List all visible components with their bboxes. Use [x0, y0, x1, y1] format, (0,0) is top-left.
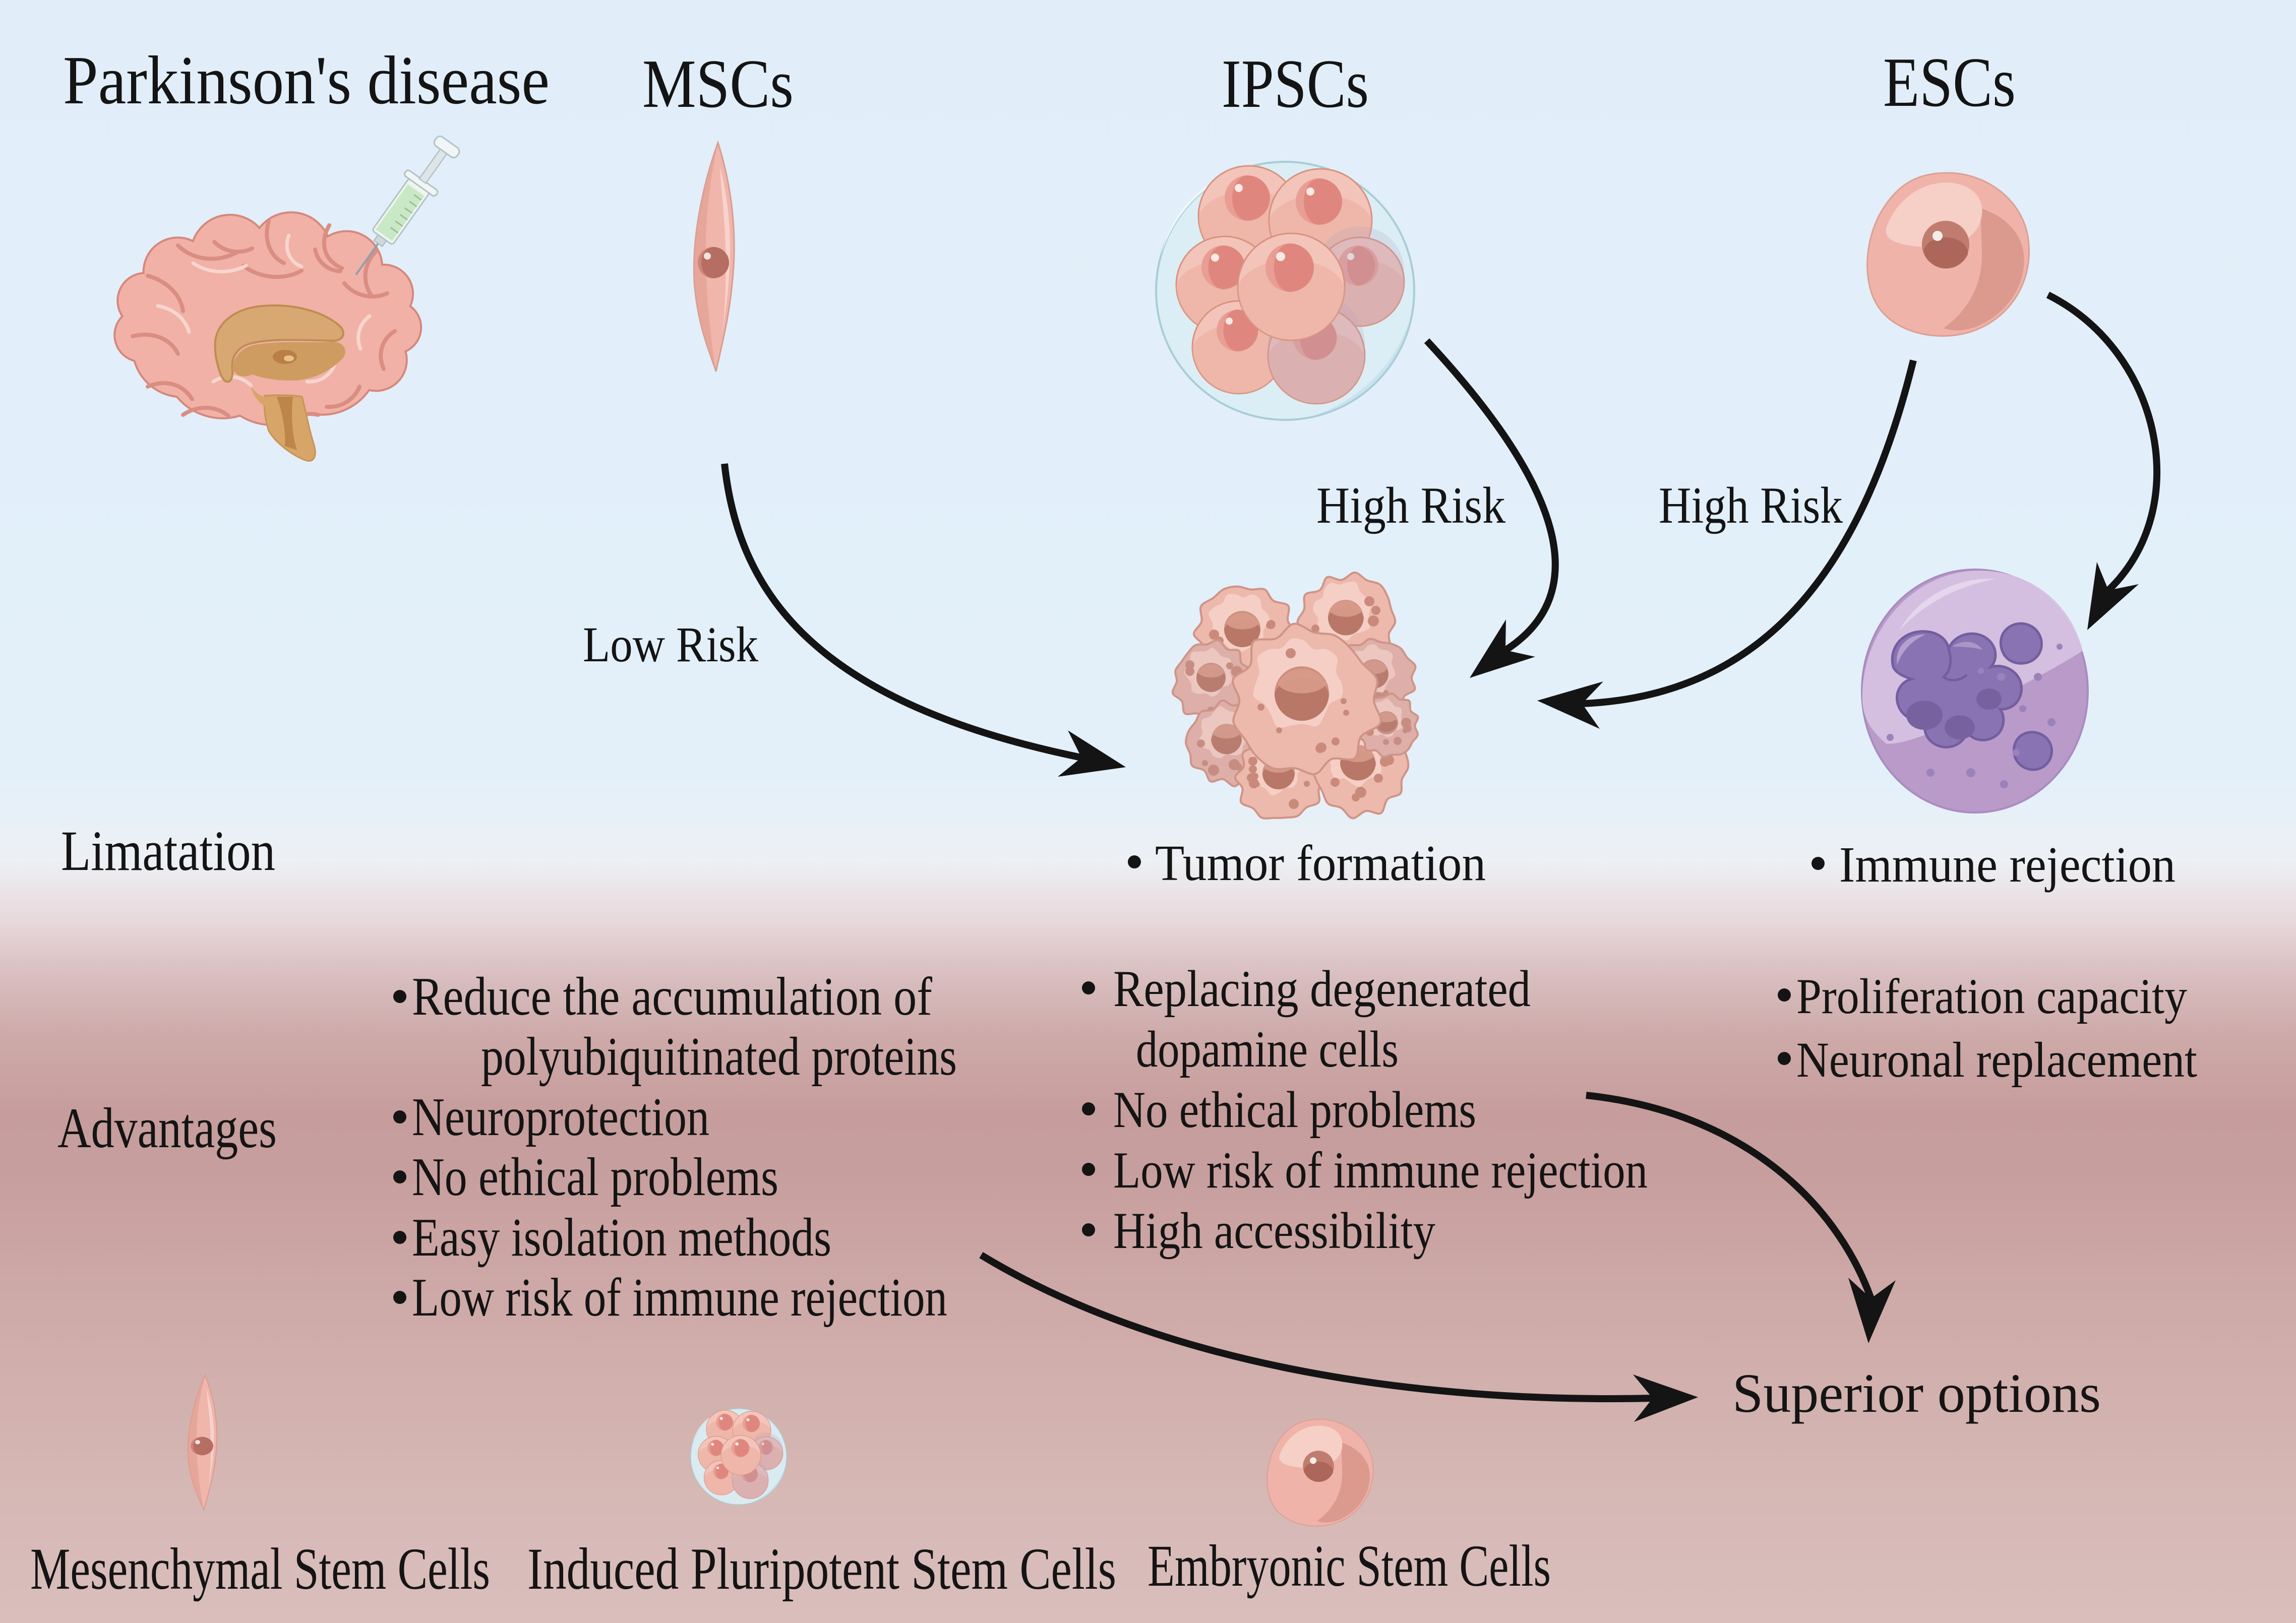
svg-text:Immune rejection: Immune rejection [1839, 836, 2176, 893]
svg-text:Neuronal replacement: Neuronal replacement [1796, 1032, 2197, 1088]
svg-text:Proliferation capacity: Proliferation capacity [1796, 968, 2187, 1024]
svg-text:No ethical problems: No ethical problems [412, 1147, 778, 1207]
svg-text:IPSCs: IPSCs [1222, 45, 1369, 122]
svg-text:Induced Pluripotent Stem Cells: Induced Pluripotent Stem Cells [527, 1536, 1116, 1602]
svg-text:Mesenchymal Stem Cells: Mesenchymal Stem Cells [30, 1536, 490, 1602]
svg-text:Easy isolation methods: Easy isolation methods [412, 1208, 831, 1268]
svg-text:Parkinson's disease: Parkinson's disease [63, 42, 550, 118]
svg-text:No ethical problems: No ethical problems [1113, 1081, 1476, 1139]
svg-text:Limatation: Limatation [61, 820, 275, 883]
svg-text:Embryonic Stem Cells: Embryonic Stem Cells [1147, 1533, 1551, 1599]
svg-text:polyubiquitinated proteins: polyubiquitinated proteins [481, 1027, 957, 1087]
svg-text:Superior options: Superior options [1732, 1362, 2101, 1424]
svg-text:Low risk of immune rejection: Low risk of immune rejection [412, 1268, 947, 1328]
svg-text:High accessibility: High accessibility [1113, 1202, 1435, 1260]
svg-text:Neuroprotection: Neuroprotection [412, 1087, 709, 1147]
svg-text:Low Risk: Low Risk [583, 616, 758, 672]
svg-text:Tumor formation: Tumor formation [1155, 835, 1486, 891]
svg-text:MSCs: MSCs [642, 45, 794, 122]
svg-text:High Risk: High Risk [1659, 477, 1843, 534]
svg-text:ESCs: ESCs [1883, 43, 2016, 121]
svg-text:High Risk: High Risk [1316, 477, 1505, 534]
svg-text:Replacing degenerated: Replacing degenerated [1113, 960, 1531, 1018]
svg-text:Advantages: Advantages [57, 1097, 277, 1160]
svg-text:dopamine cells: dopamine cells [1136, 1021, 1399, 1078]
svg-text:Reduce the accumulation of: Reduce the accumulation of [412, 967, 932, 1027]
svg-text:Low risk of immune rejection: Low risk of immune rejection [1113, 1142, 1648, 1199]
